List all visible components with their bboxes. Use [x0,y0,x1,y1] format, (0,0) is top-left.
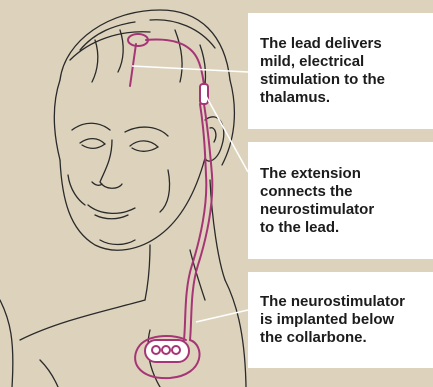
dbs-device-lines [128,34,212,378]
lead-wire [130,44,136,86]
extension-wire-neck-2 [184,104,206,340]
head-line-art [0,10,246,387]
extension-wire-neck [190,104,212,340]
callout-lead: The lead delivers mild, electrical stimu… [248,13,433,129]
callout-pointers [132,66,248,322]
connector [200,84,208,104]
callout-lead-text: The lead delivers mild, electrical stimu… [260,35,385,107]
callout-extension-text: The extension connects the neurostimulat… [260,165,374,237]
callout-neurostimulator-text: The neurostimulator is implanted below t… [260,293,405,347]
callout-extension: The extension connects the neurostimulat… [248,142,433,259]
callout-neurostimulator: The neurostimulator is implanted below t… [248,272,433,368]
